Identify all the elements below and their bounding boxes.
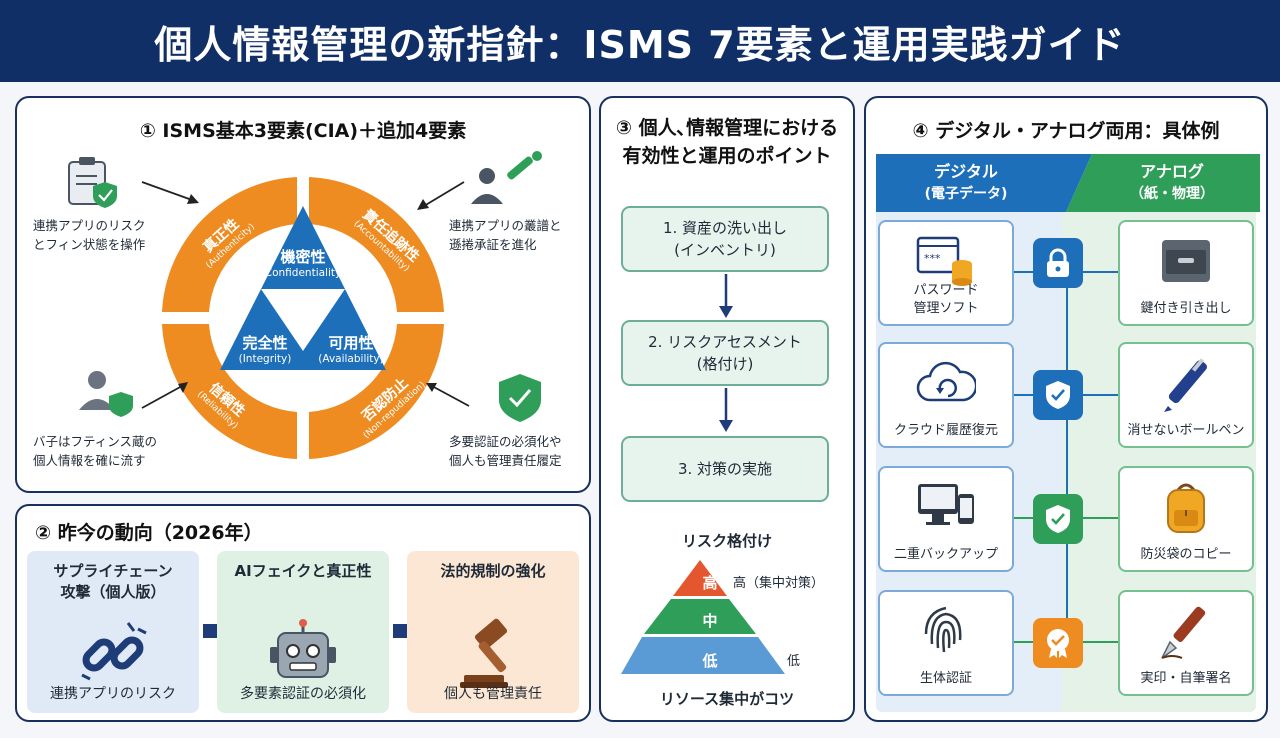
fountain-pen-icon [1161, 606, 1206, 659]
column-header-bar [876, 154, 1260, 212]
cia-availability: 可用性 (Availability) [318, 334, 384, 365]
card-emergency-bag: 防災袋のコピー [1118, 466, 1254, 572]
page-title: 個人情報管理の新指針：ISMS 7要素と運用実践ガイド [154, 22, 1126, 67]
note-top-left: 連携アプリのリスク とフィン状態を操作 [33, 218, 146, 252]
step-asset-inventory: 1. 資産の洗い出し (インベントリ) [621, 206, 829, 272]
arrow-down-icon [719, 388, 733, 432]
ring-segment-authenticity [162, 177, 297, 312]
panel-operation-points: ③ 個人､情報管理における 有効性と運用のポイント 1. 資産の洗い出し (イン… [599, 96, 855, 722]
trend-card-regulation: 法的規制の強化 個人も管理責任 [407, 551, 579, 713]
user-shield-icon [79, 371, 133, 417]
pyramid-note-low: 低 [787, 654, 801, 669]
shield-check-icon [1033, 494, 1083, 544]
header-digital: デジタル (電子データ) [924, 162, 1008, 202]
isms-ring-diagram [68, 151, 542, 459]
step-implementation: 3. 対策の実施 [621, 436, 829, 502]
shield-check-icon [1033, 370, 1083, 420]
ring-segment-reliability [162, 324, 297, 459]
card-permanent-pen: 消せないボールペン [1118, 342, 1254, 448]
panel3-title: ③ 個人､情報管理における 有効性と運用のポイント [615, 117, 839, 167]
risk-rank-title: リスク格付け [681, 532, 772, 550]
panel-digital-analog: ④ デジタル・アナログ両用：具体例 デジタル (電子データ) アナログ （紙・物… [864, 96, 1268, 722]
panel2-title: ② 昨今の動向（2026年） [35, 522, 263, 544]
svg-text:***: *** [924, 252, 941, 265]
cia-integrity: 完全性 (Integrity) [238, 334, 292, 365]
clipboard-shield-icon [68, 157, 117, 208]
step-risk-assessment: 2. リスクアセスメント (格付け) [621, 320, 829, 386]
panel1-title: ① ISMS基本3要素(CIA)＋追加4要素 [139, 120, 467, 142]
panel-isms-elements: ① ISMS基本3要素(CIA)＋追加4要素 [15, 96, 591, 493]
header-analog: アナログ （紙・物理） [1130, 162, 1214, 202]
drawer-icon [1162, 240, 1210, 282]
card-locked-drawer: 鍵付き引き出し [1118, 220, 1254, 326]
card-password-manager: *** パスワード管理ソフト [878, 220, 1014, 326]
panel4-title: ④ デジタル・アナログ両用：具体例 [912, 120, 1220, 142]
card-biometric: 生体認証 [878, 590, 1014, 696]
cia-confidentiality: 機密性 (Confidentiality) [260, 248, 346, 279]
cia-triangle [220, 206, 386, 370]
pyramid-level-low [621, 637, 785, 674]
pyramid-footer: リソース集中がコツ [659, 690, 795, 708]
pyramid-note-high: 高（集中対策） [733, 576, 825, 591]
pyramid-label-mid: 中 [702, 612, 718, 630]
ring-segment-non-repudiation [309, 324, 444, 459]
trend-card-ai-fake: AIフェイクと真正性 多要素認証の必須化 [217, 551, 389, 713]
pen-icon [1164, 358, 1207, 412]
broken-chain-icon [81, 622, 147, 681]
arrow-down-icon [719, 274, 733, 318]
pyramid-label-low: 低 [702, 652, 718, 670]
ring-segment-accountability [309, 177, 444, 312]
pyramid-level-mid [644, 599, 756, 634]
backpack-icon [1167, 483, 1205, 533]
panel-recent-trends: ② 昨今の動向（2026年） サプライチェーン攻撃（個人版） 連携アプリのリスク… [15, 504, 591, 722]
note-bottom-left: バ子はフティンス蔵の 個人情報を確に流す [33, 434, 158, 468]
user-pen-icon [471, 151, 542, 204]
cia-triangle-center [261, 289, 345, 351]
title-bar: 個人情報管理の新指針：ISMS 7要素と運用実践ガイド [0, 0, 1280, 82]
card-cloud-restore: クラウド履歴復元 [878, 342, 1014, 448]
card-seal-signature: 実印・自筆署名 [1118, 590, 1254, 696]
risk-pyramid [621, 560, 785, 674]
card-double-backup: 二重バックアップ [878, 466, 1014, 572]
trend-card-supply-chain: サプライチェーン攻撃（個人版） 連携アプリのリスク [27, 551, 199, 713]
cloud-restore-icon [916, 361, 976, 402]
password-database-icon: *** [916, 236, 972, 286]
fingerprint-icon [924, 606, 962, 653]
gavel-icon [460, 618, 508, 688]
note-bottom-right: 多要認証の必須化や 個人も管理責任履定 [449, 434, 562, 468]
robot-icon [270, 619, 336, 678]
note-top-right: 連携アプリの叢譜と 遜捲承証を進化 [449, 218, 562, 252]
lock-icon [1033, 238, 1083, 288]
pyramid-level-high [673, 560, 727, 596]
devices-icon [918, 484, 974, 525]
shield-check-icon [499, 374, 541, 422]
certificate-icon [1033, 618, 1083, 668]
pyramid-label-high: 高 [702, 574, 718, 592]
